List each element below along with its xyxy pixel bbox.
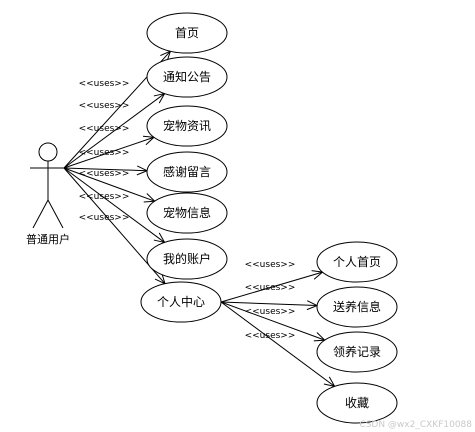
use-case-label: 个人首页 (333, 255, 381, 269)
use-case-ellipse (140, 281, 222, 323)
use-case-account: 我的账户 (146, 238, 228, 280)
stereotype-label-adopt_rec: <<uses>> (245, 307, 296, 317)
use-case-ellipse (316, 241, 398, 283)
stereotype-label-thanks: <<uses>> (79, 148, 130, 158)
use-case-label: 送养信息 (333, 299, 381, 314)
stereotype-label-account: <<uses>> (79, 192, 130, 202)
use-case-thanks: 感谢留言 (146, 151, 228, 193)
use-case-center: 个人中心 (140, 281, 222, 323)
association-line-favorite (220, 301, 335, 387)
use-case-label: 领养记录 (333, 344, 381, 359)
use-case-label: 感谢留言 (163, 164, 211, 179)
association-line-thanks (63, 167, 148, 172)
use-case-ellipse (316, 382, 398, 424)
association-line-my_home (220, 271, 323, 303)
use-case-pet-info: 宠物信息 (146, 192, 228, 234)
use-case-ellipse (316, 286, 398, 328)
association-line-pet_info (63, 167, 155, 202)
stereotype-label-my_home: <<uses>> (245, 260, 296, 270)
watermark: CSDN @wx2_CXKF10088 (359, 420, 472, 430)
association-line-pet_news (63, 136, 155, 169)
use-case-ellipse (146, 12, 228, 54)
use-case-my-home: 个人首页 (316, 241, 398, 283)
actor-figure (30, 142, 66, 229)
use-case-pet-news: 宠物资讯 (146, 105, 228, 147)
stereotype-label-favorite: <<uses>> (245, 331, 296, 341)
use-case-label: 收藏 (345, 396, 369, 410)
use-case-ellipse (146, 192, 228, 234)
use-case-ellipse (146, 105, 228, 147)
connections: <<uses>> <<uses>> <<uses>> <<uses>> <<uses>>… (63, 50, 336, 388)
stereotype-label-center: <<uses>> (79, 213, 130, 223)
use-case-adopt-rec: 领养记录 (316, 331, 398, 373)
association-line-send_info (220, 301, 318, 307)
use-case-label: 通知公告 (163, 70, 211, 84)
use-case-notice: 通知公告 (146, 56, 228, 98)
actor-label: 普通用户 (26, 232, 70, 246)
stereotype-label-send_info: <<uses>> (245, 283, 296, 293)
use-case-ellipse (146, 238, 228, 280)
association-line-notice (63, 93, 165, 169)
use-case-label: 我的账户 (163, 251, 211, 266)
association-line-account (63, 167, 165, 243)
use-case-favorite: 收藏 (316, 382, 398, 424)
stereotype-label-pet_info: <<uses>> (79, 169, 130, 179)
use-case-label: 宠物资讯 (163, 118, 211, 133)
stereotype-label-notice: <<uses>> (79, 101, 130, 111)
use-case-ellipse (146, 151, 228, 193)
stereotype-label-home: <<uses>> (79, 79, 130, 89)
association-line-adopt_rec (220, 301, 325, 341)
use-case-home: 首页 (146, 12, 228, 54)
use-case-ellipse (146, 56, 228, 98)
stereotype-label-pet_news: <<uses>> (79, 124, 130, 134)
use-case-label: 首页 (175, 26, 199, 40)
use-case-label: 宠物信息 (163, 205, 211, 220)
use-case-label: 个人中心 (157, 294, 205, 309)
use-case-send-info: 送养信息 (316, 286, 398, 328)
use-case-ellipse (316, 331, 398, 373)
